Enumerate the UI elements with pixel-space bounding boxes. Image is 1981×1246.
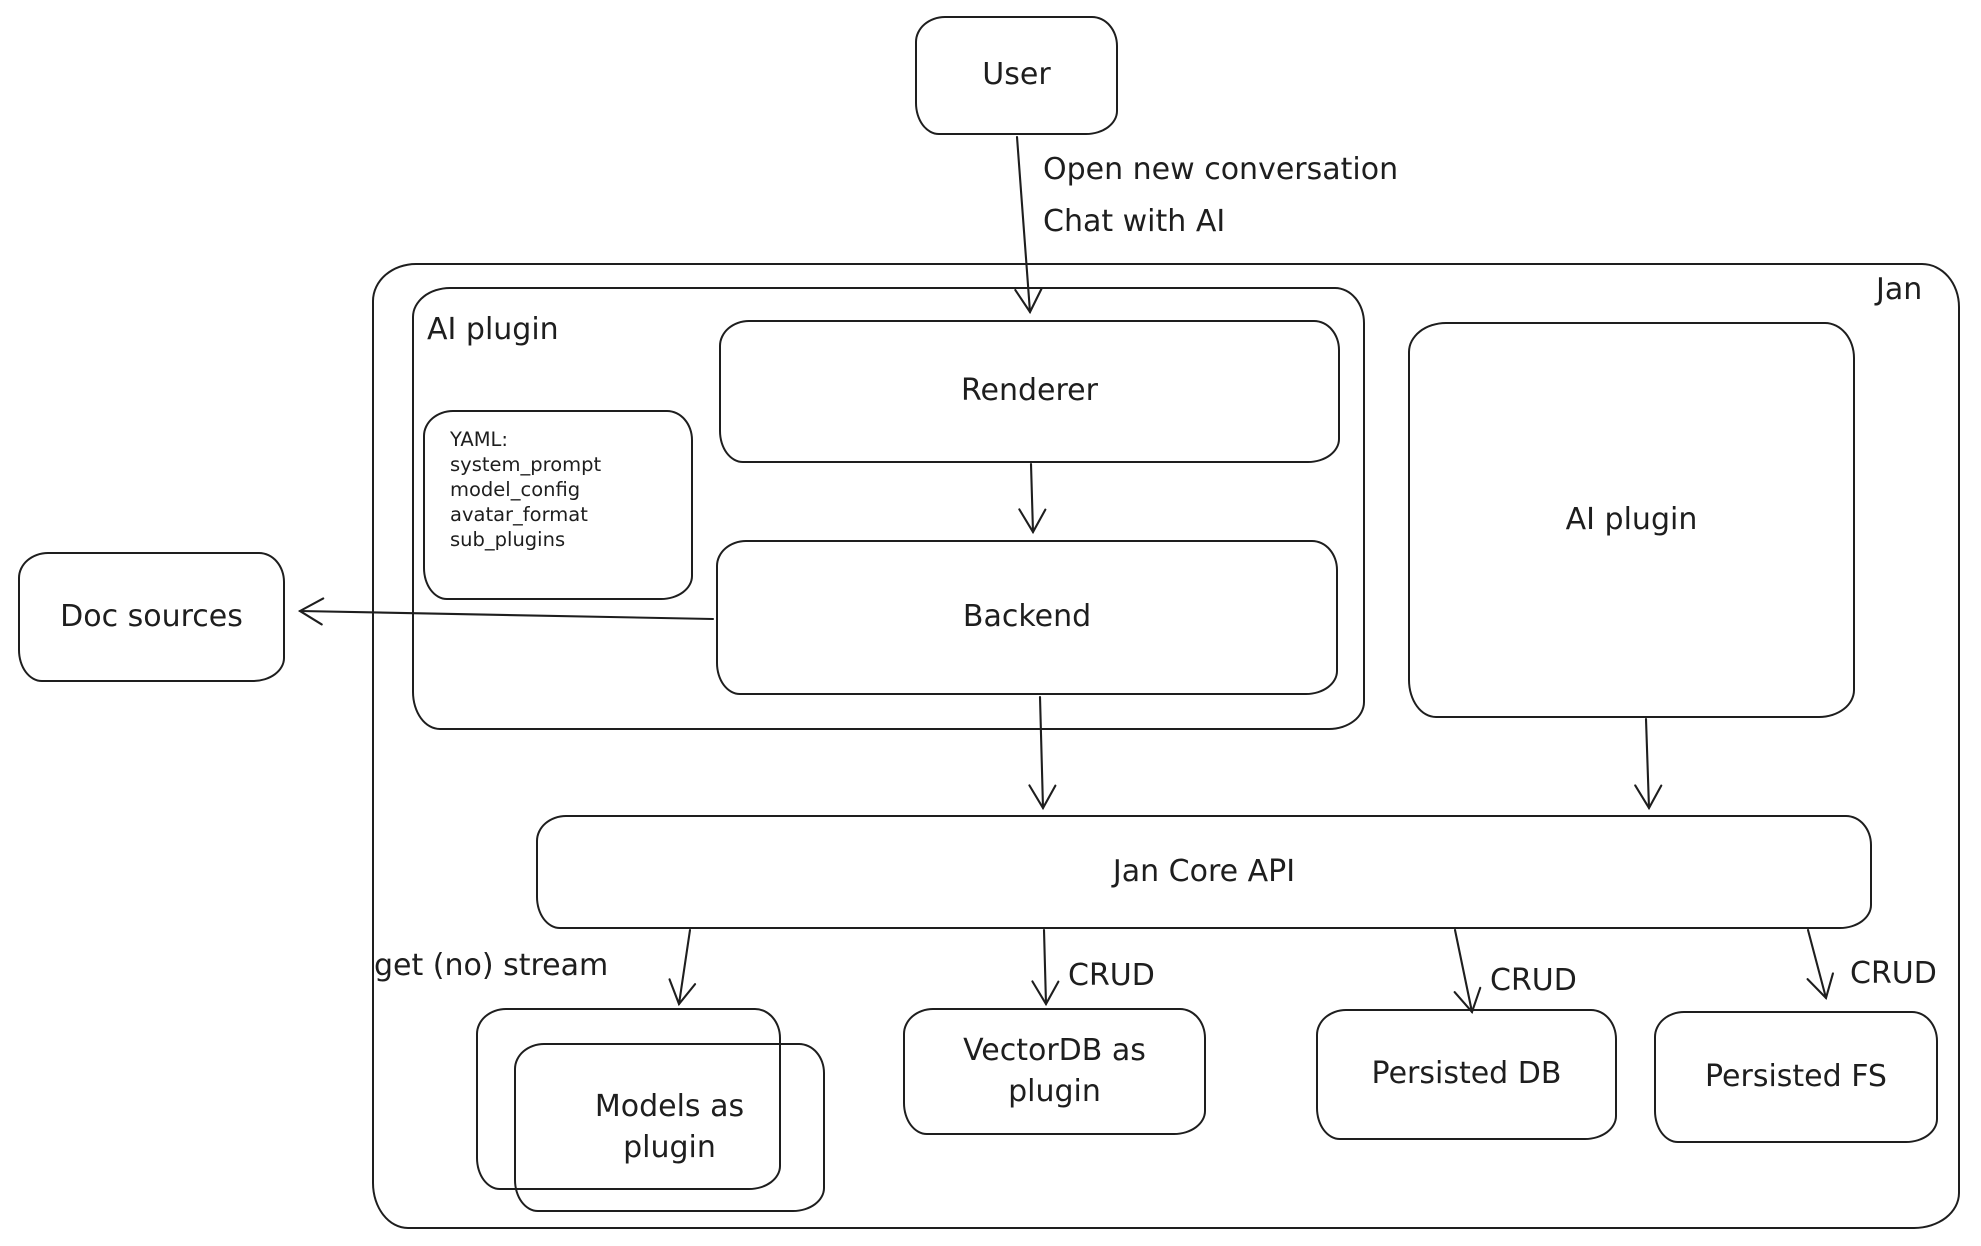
node-jan-core-api-label: Jan Core API [1112, 853, 1296, 889]
node-persisted-db-label: Persisted DB [1371, 1056, 1562, 1092]
node-yaml-note: YAML: system_prompt model_config avatar_… [423, 410, 693, 600]
edge-label-line: Chat with AI [1043, 204, 1226, 239]
node-models-as-plugin: Models as plugin [514, 1043, 825, 1212]
yaml-line: avatar_format [450, 503, 588, 526]
node-renderer-label: Renderer [961, 373, 1098, 409]
node-models-as-plugin-back [476, 1008, 781, 1190]
node-ai-plugin-container-label: AI plugin [427, 312, 559, 347]
node-jan-core-api: Jan Core API [536, 815, 1872, 929]
edge-label-crud-vectordb: CRUD [1068, 958, 1155, 993]
edge-label-crud-persisted-db: CRUD [1490, 963, 1577, 998]
node-persisted-db: Persisted DB [1316, 1009, 1617, 1140]
yaml-line: model_config [450, 478, 581, 501]
node-backend: Backend [716, 540, 1338, 695]
node-ai-plugin-right: AI plugin [1408, 322, 1855, 718]
node-renderer: Renderer [719, 320, 1340, 463]
edge-label-get-no-stream: get (no) stream [374, 948, 609, 983]
node-jan-container [372, 263, 1960, 1229]
node-ai-plugin-container [412, 287, 1365, 730]
node-vectordb-as-plugin: VectorDB as plugin [903, 1008, 1206, 1135]
edge-label-user-to-renderer: Open new conversation Chat with AI [1043, 144, 1398, 248]
node-jan-label: Jan [1876, 272, 1923, 307]
node-doc-sources: Doc sources [18, 552, 285, 682]
node-backend-label: Backend [962, 599, 1092, 635]
node-persisted-fs: Persisted FS [1654, 1011, 1938, 1143]
edge-label-crud-persisted-fs: CRUD [1850, 956, 1937, 991]
edge-label-line: Open new conversation [1043, 152, 1399, 187]
yaml-line: YAML: [450, 428, 508, 451]
node-vectordb-as-plugin-label: VectorDB as plugin [963, 1033, 1146, 1109]
yaml-line: system_prompt [450, 453, 602, 476]
node-ai-plugin-right-label: AI plugin [1565, 501, 1698, 537]
node-user-label: User [982, 57, 1051, 93]
node-user: User [915, 16, 1118, 135]
node-doc-sources-label: Doc sources [60, 598, 243, 634]
node-persisted-fs-label: Persisted FS [1705, 1058, 1887, 1094]
node-models-as-plugin-label: Models as plugin [594, 1089, 745, 1165]
yaml-line: sub_plugins [450, 528, 566, 551]
